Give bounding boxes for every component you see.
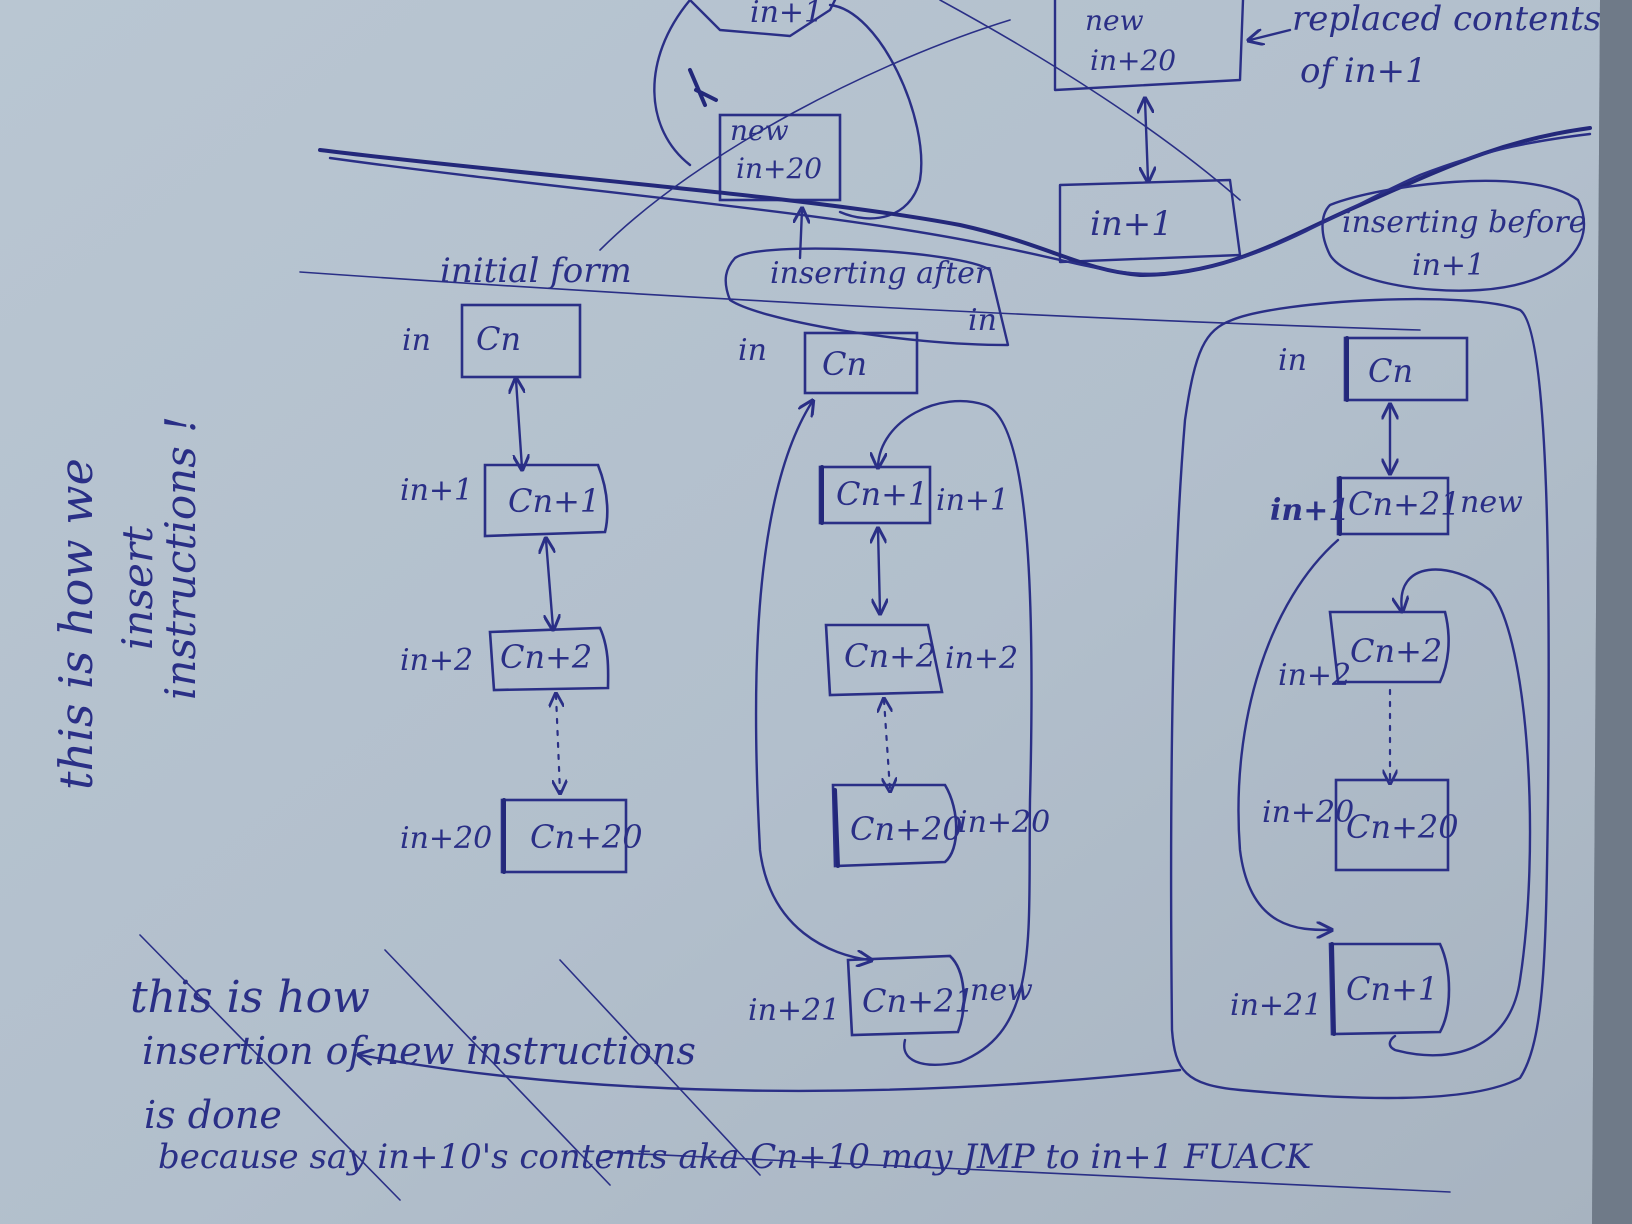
col2-caption-2: in <box>968 303 997 338</box>
col2-label-1: in+1 <box>936 483 1009 518</box>
col1-cell-1: Cn+1 <box>508 482 600 520</box>
col2-caption-1: inserting after <box>770 256 991 291</box>
col2-cell-4: Cn+21 <box>862 982 975 1020</box>
col2-cell-1: Cn+1 <box>836 475 928 513</box>
col3-caption-2: in+1 <box>1412 248 1485 283</box>
bottom-note: this is how insertion of new instruction… <box>130 934 1451 1201</box>
col2-cell-0: Cn <box>822 345 867 383</box>
top-new-label: new <box>730 114 789 147</box>
vertical-note: this is how we insert instructions ! <box>49 416 205 790</box>
top-next-box-label: in+1 <box>1090 204 1173 244</box>
col3-cell-0: Cn <box>1368 352 1413 390</box>
col1-label-3: in+20 <box>400 821 492 856</box>
col3-label-4: in+21 <box>1230 988 1322 1023</box>
vertical-note-3: instructions ! <box>156 416 205 700</box>
col1-label-1: in+1 <box>400 473 473 508</box>
col3-cell-3: Cn+20 <box>1346 808 1459 846</box>
replaced-box-index: in+20 <box>1090 44 1176 77</box>
column-inserting-before: inserting before in+1 in Cn in+1 Cn+21 n… <box>1169 205 1586 1100</box>
col3-cell-2: Cn+2 <box>1350 632 1442 670</box>
col2-cell-3: Cn+20 <box>850 810 963 848</box>
page-edge <box>1592 0 1632 1224</box>
col1-cell-0: Cn <box>476 320 521 358</box>
replaced-note-2: of in+1 <box>1300 51 1427 91</box>
col3-label-0: in <box>1278 343 1307 378</box>
col3-new-tag: new <box>1460 485 1523 520</box>
bottom-note-1: this is how <box>130 972 370 1023</box>
col2-label-3: in+20 <box>958 805 1050 840</box>
col1-label-0: in <box>402 323 431 358</box>
column-inserting-after: inserting after in in Cn Cn+1 in+1 Cn+2 … <box>724 210 1050 1066</box>
top-box-label: in+1 <box>750 0 823 30</box>
top-sketch: in+1 new in+20 new in+20 replaced conten… <box>299 0 1601 331</box>
col2-cell-2: Cn+2 <box>844 637 936 675</box>
col1-caption: initial form <box>440 251 632 291</box>
col3-cell-1: Cn+21 <box>1348 485 1461 523</box>
col3-label-1: in+1 <box>1270 493 1349 528</box>
bottom-note-4: because say in+10's contents aka Cn+10 m… <box>158 1137 1314 1177</box>
col1-cell-3: Cn+20 <box>530 818 643 856</box>
vertical-note-2: insert <box>113 526 162 650</box>
column-initial-form: initial form in Cn in+1 Cn+1 in+2 Cn+2 i… <box>400 251 643 874</box>
bottom-note-3: is done <box>144 1093 282 1137</box>
col1-cell-2: Cn+2 <box>500 638 592 676</box>
col3-caption-1: inserting before <box>1342 205 1586 240</box>
col1-label-2: in+2 <box>400 643 473 678</box>
replaced-note-1: replaced contents <box>1292 0 1601 39</box>
col2-label-2: in+2 <box>945 641 1018 676</box>
col3-label-3: in+20 <box>1262 795 1354 830</box>
replaced-box-label: new <box>1085 4 1144 37</box>
col2-label-0: in <box>738 333 767 368</box>
col3-cell-4: Cn+1 <box>1346 970 1438 1008</box>
col3-label-2: in+2 <box>1278 658 1351 693</box>
vertical-note-1: this is how we <box>49 458 103 790</box>
col2-label-4: in+21 <box>748 993 840 1028</box>
bottom-note-2: insertion of new instructions <box>142 1029 696 1073</box>
top-new-index: in+20 <box>736 152 822 185</box>
